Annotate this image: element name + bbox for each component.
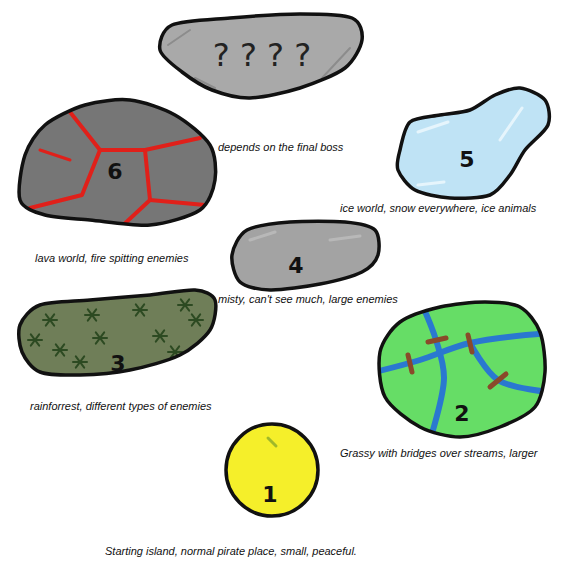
texture-stroke bbox=[181, 299, 189, 310]
island-border bbox=[379, 302, 545, 437]
island-outline bbox=[390, 80, 558, 208]
texture-stroke bbox=[96, 332, 104, 343]
texture-stroke bbox=[181, 299, 189, 310]
island-fill bbox=[397, 88, 549, 198]
island: 6lava world, fire spitting enemies bbox=[12, 92, 224, 234]
island-number: 6 bbox=[107, 161, 122, 183]
island-texture bbox=[268, 438, 276, 446]
island-border bbox=[160, 14, 363, 98]
texture-stroke bbox=[428, 338, 446, 342]
island-number: 1 bbox=[262, 484, 277, 506]
island-texture bbox=[375, 300, 550, 440]
island-fill bbox=[160, 14, 363, 98]
island-description: Grassy with bridges over streams, larger bbox=[340, 447, 537, 460]
island-border bbox=[19, 290, 216, 375]
island-number: ? ? ? ? bbox=[213, 39, 311, 71]
island-texture bbox=[250, 232, 360, 240]
island-texture bbox=[418, 108, 522, 185]
island-fill bbox=[19, 100, 216, 226]
texture-stroke bbox=[375, 333, 550, 372]
island-number: 5 bbox=[459, 149, 474, 171]
texture-stroke bbox=[145, 150, 205, 205]
texture-stroke bbox=[46, 314, 54, 325]
island-description: depends on the final boss bbox=[218, 141, 343, 154]
island-fill bbox=[19, 290, 216, 375]
island-number: 2 bbox=[454, 403, 469, 425]
island-fill bbox=[379, 302, 545, 437]
texture-stroke bbox=[136, 304, 144, 315]
island: 5ice world, snow everywhere, ice animals bbox=[390, 80, 558, 208]
island-border bbox=[226, 424, 318, 516]
texture-stroke bbox=[31, 334, 39, 345]
texture-stroke bbox=[408, 355, 412, 372]
texture-stroke bbox=[330, 236, 360, 240]
texture-stroke bbox=[96, 332, 104, 343]
texture-stroke bbox=[30, 150, 100, 208]
texture-stroke bbox=[470, 343, 550, 392]
texture-stroke bbox=[268, 438, 276, 446]
texture-stroke bbox=[192, 314, 200, 325]
island-description: ice world, snow everywhere, ice animals bbox=[340, 202, 536, 215]
island: 2Grassy with bridges over streams, large… bbox=[372, 294, 554, 446]
texture-stroke bbox=[88, 309, 96, 320]
island: 4misty, can't see much, large enemies bbox=[222, 214, 388, 298]
island-description: Starting island, normal pirate place, sm… bbox=[105, 545, 357, 558]
island-border bbox=[397, 88, 549, 198]
texture-stroke bbox=[418, 182, 444, 185]
island-texture bbox=[30, 112, 205, 228]
texture-stroke bbox=[468, 335, 472, 352]
texture-stroke bbox=[88, 309, 96, 320]
texture-stroke bbox=[156, 330, 164, 341]
island: ? ? ? ?depends on the final boss bbox=[150, 8, 372, 110]
island-number: 3 bbox=[110, 353, 125, 375]
island: 1Starting island, normal pirate place, s… bbox=[222, 420, 322, 520]
island-description: misty, can't see much, large enemies bbox=[218, 293, 398, 306]
island-border bbox=[232, 221, 379, 290]
island-fill bbox=[226, 424, 318, 516]
texture-stroke bbox=[490, 374, 506, 387]
island-number: 4 bbox=[288, 255, 303, 277]
texture-stroke bbox=[168, 30, 190, 45]
island-outline bbox=[222, 214, 388, 298]
texture-stroke bbox=[31, 334, 39, 345]
texture-stroke bbox=[156, 330, 164, 341]
texture-stroke bbox=[56, 344, 64, 355]
texture-stroke bbox=[76, 356, 84, 367]
texture-stroke bbox=[56, 344, 64, 355]
island-description: lava world, fire spitting enemies bbox=[35, 252, 188, 265]
island: 3rainforrest, different types of enemies bbox=[12, 283, 224, 383]
texture-stroke bbox=[250, 232, 275, 240]
texture-stroke bbox=[192, 314, 200, 325]
texture-stroke bbox=[40, 150, 70, 160]
texture-stroke bbox=[76, 356, 84, 367]
island-fill bbox=[232, 221, 379, 290]
texture-stroke bbox=[46, 314, 54, 325]
island-description: rainforrest, different types of enemies bbox=[30, 400, 212, 413]
texture-stroke bbox=[418, 122, 448, 132]
texture-stroke bbox=[136, 304, 144, 315]
texture-stroke bbox=[420, 300, 444, 440]
texture-stroke bbox=[500, 108, 522, 140]
island-border bbox=[19, 100, 216, 226]
